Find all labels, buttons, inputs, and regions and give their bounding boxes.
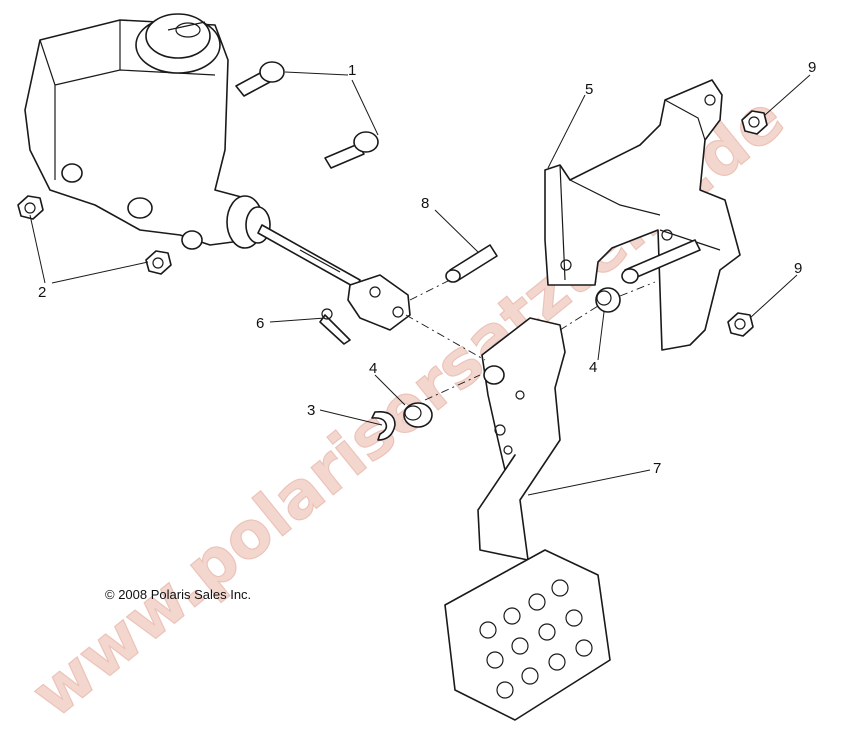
callout-6: 6 <box>256 315 264 332</box>
cotter-pin <box>319 308 351 345</box>
bushing-left <box>403 402 433 428</box>
clevis <box>347 274 411 331</box>
clevis-pin <box>445 244 498 283</box>
callout-7: 7 <box>653 460 661 477</box>
bolt-upper <box>235 61 285 97</box>
brake-pedal <box>444 317 611 721</box>
bushing-right <box>595 287 621 313</box>
callout-4-right: 4 <box>589 359 597 376</box>
flange-nut-lower <box>727 312 754 337</box>
callout-9-upper: 9 <box>808 59 816 76</box>
callout-9-lower: 9 <box>794 260 802 277</box>
callout-2: 2 <box>38 284 46 301</box>
retaining-clip <box>371 410 396 441</box>
bolt-lower <box>324 131 379 169</box>
flange-nut-upper <box>741 110 768 135</box>
copyright-text: © 2008 Polaris Sales Inc. <box>105 587 251 602</box>
callout-4-left: 4 <box>369 360 377 377</box>
assembly-lines <box>405 279 656 401</box>
pedal-pad-studs <box>479 579 593 699</box>
callout-3: 3 <box>307 402 315 419</box>
callout-5: 5 <box>585 81 593 98</box>
leader-lines <box>29 71 811 496</box>
master-cylinder <box>24 13 361 289</box>
callout-8: 8 <box>421 195 429 212</box>
pedal-bracket <box>544 79 741 351</box>
nut-left <box>17 195 44 220</box>
nut-right <box>145 250 172 275</box>
callout-1: 1 <box>348 62 356 79</box>
